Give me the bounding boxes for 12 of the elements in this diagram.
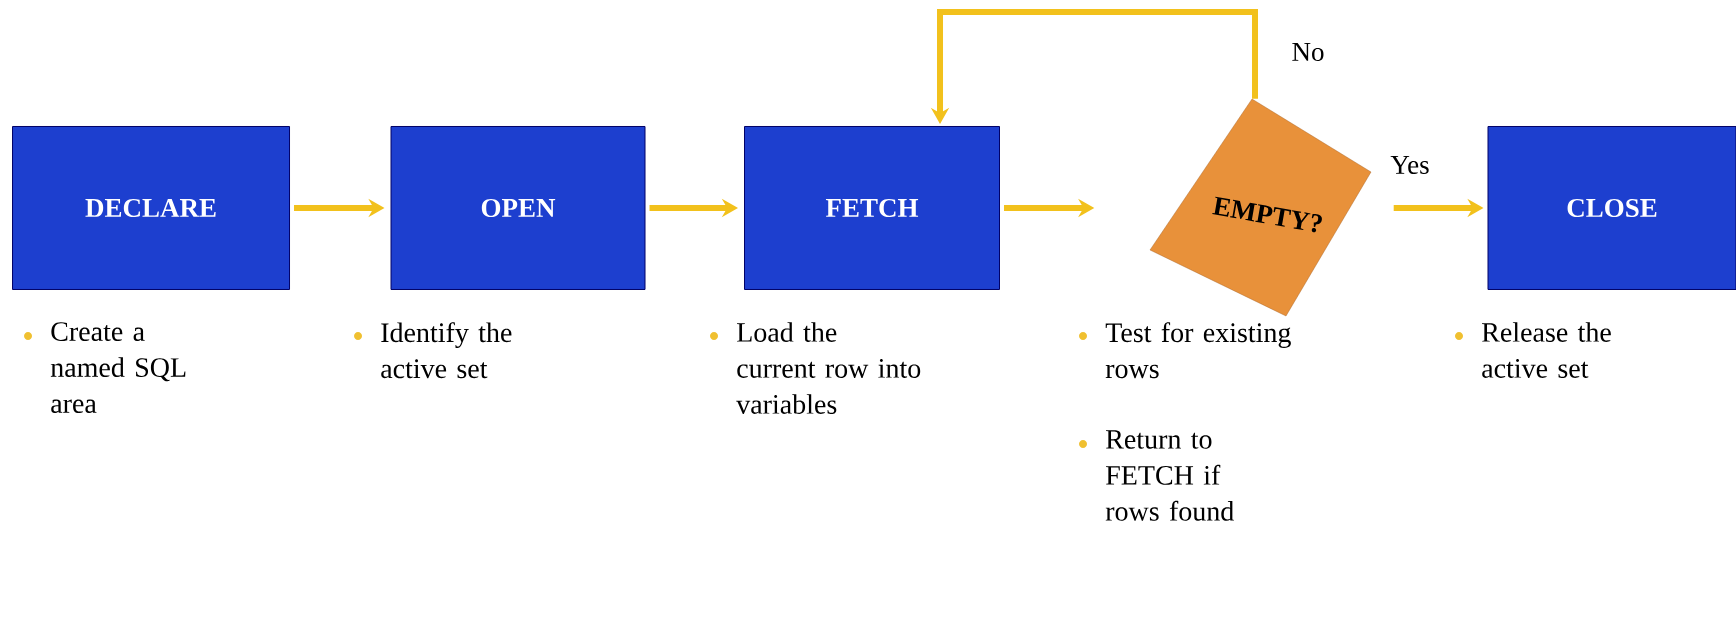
bullet-item: Create a named SQL area	[24, 322, 186, 413]
edge-label: No	[1290, 42, 1326, 62]
bullet-item: Identify the active set	[354, 322, 512, 379]
edge-label: Yes	[1389, 155, 1431, 175]
process-box: OPEN	[390, 126, 646, 290]
process-box: DECLARE	[12, 126, 290, 290]
process-box: FETCH	[744, 126, 1000, 290]
bullet-item: Load the current row into variables	[710, 322, 921, 414]
bullet-item: Test for existing rows	[1079, 322, 1291, 379]
process-box: CLOSE	[1487, 126, 1736, 290]
bullet-item: Return to FETCH if rows found	[1079, 430, 1234, 521]
bullet-item: Release the active set	[1455, 322, 1611, 378]
